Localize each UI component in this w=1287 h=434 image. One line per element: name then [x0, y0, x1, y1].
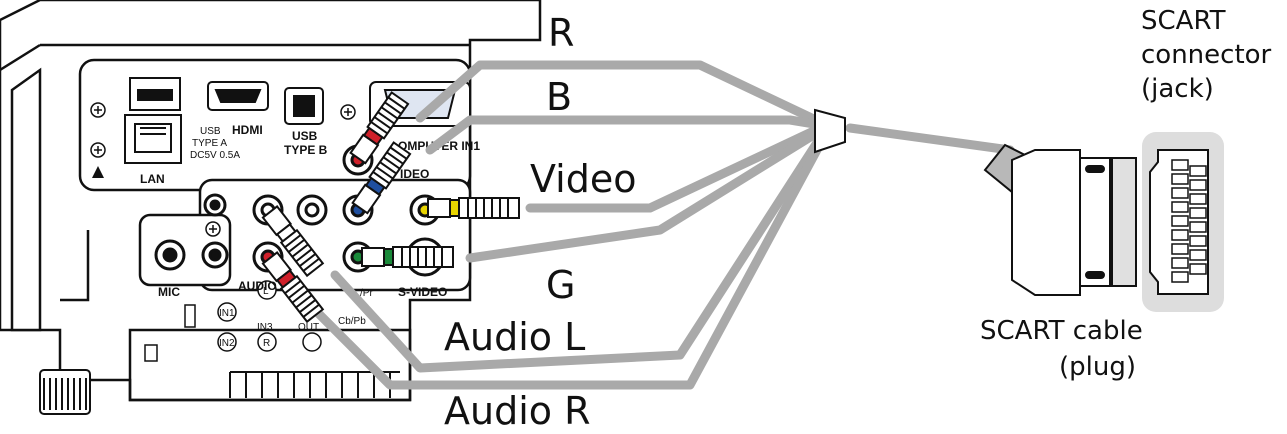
cable-label-audio-r: Audio R — [444, 389, 591, 433]
port-label-usb-a-1: USB — [200, 126, 221, 137]
projector-foot — [39, 369, 91, 415]
port-label-cb: Cb/Pb — [338, 316, 366, 327]
cable-audio-l — [330, 130, 827, 373]
scart-plug-label-line1: SCART cable — [980, 316, 1143, 346]
port-label-mic: MIC — [158, 285, 180, 299]
scart-jack — [1142, 132, 1224, 312]
cable-bundle — [300, 60, 1015, 390]
port-label-usb-a-3: DC5V 0.5A — [190, 150, 240, 161]
port-label-l: L — [263, 286, 269, 297]
cable-label-b: B — [546, 75, 573, 119]
lock-icon — [144, 344, 158, 362]
screw-icon — [90, 102, 356, 237]
rca-plug-r — [349, 91, 410, 165]
kensington-slot — [184, 304, 196, 328]
port-label-video: IDEO — [400, 167, 429, 181]
port-label-out: OUT — [298, 322, 319, 333]
scart-jack-label-line3: (jack) — [1141, 74, 1214, 104]
cable-b — [425, 115, 825, 155]
port-label-usb-a-2: TYPE A — [192, 138, 227, 149]
port-label-usb-b-2: TYPE B — [284, 143, 328, 157]
rca-plug-audio-l — [261, 205, 325, 278]
usb-type-b-port — [284, 87, 324, 125]
hdmi-port — [207, 81, 269, 111]
rca-plug-g — [361, 246, 454, 268]
rca-plug-b — [351, 141, 412, 215]
audio-markers — [217, 280, 322, 352]
rca-plug-video — [427, 197, 520, 219]
lan-port — [124, 114, 182, 164]
scart-jack-label-line1: SCART — [1141, 6, 1226, 36]
port-label-in3: IN3 — [257, 322, 273, 333]
cable-label-video: Video — [530, 157, 637, 201]
cable-r — [415, 60, 825, 127]
scart-main-cable — [845, 123, 1015, 155]
cable-label-r: R — [548, 11, 575, 55]
cable-label-g: G — [546, 263, 576, 307]
port-label-r: R — [263, 338, 270, 349]
rca-plug-audio-r — [261, 251, 325, 324]
up-arrow-icon — [92, 166, 104, 178]
port-label-in2: IN2 — [219, 338, 235, 349]
cable-video — [525, 123, 825, 213]
cable-label-audio-l: Audio L — [444, 315, 586, 359]
cable-g — [465, 126, 825, 263]
port-label-cr: /Pr — [360, 288, 373, 299]
port-label-in1: IN1 — [219, 308, 235, 319]
usb-type-a-port — [129, 77, 181, 111]
port-label-s-video: S-VIDEO — [398, 285, 447, 299]
port-label-hdmi: HDMI — [232, 123, 263, 137]
port-label-lan: LAN — [140, 172, 165, 186]
cable-audio-r — [300, 132, 829, 390]
cable-junction — [814, 108, 846, 154]
port-label-audio: AUDIO — [238, 279, 277, 293]
scart-jack-label-line2: connector — [1141, 40, 1272, 70]
scart-plug-label-line2: (plug) — [1059, 352, 1136, 382]
scart-plug — [983, 143, 1137, 296]
port-label-usb-b-1: USB — [292, 129, 318, 143]
